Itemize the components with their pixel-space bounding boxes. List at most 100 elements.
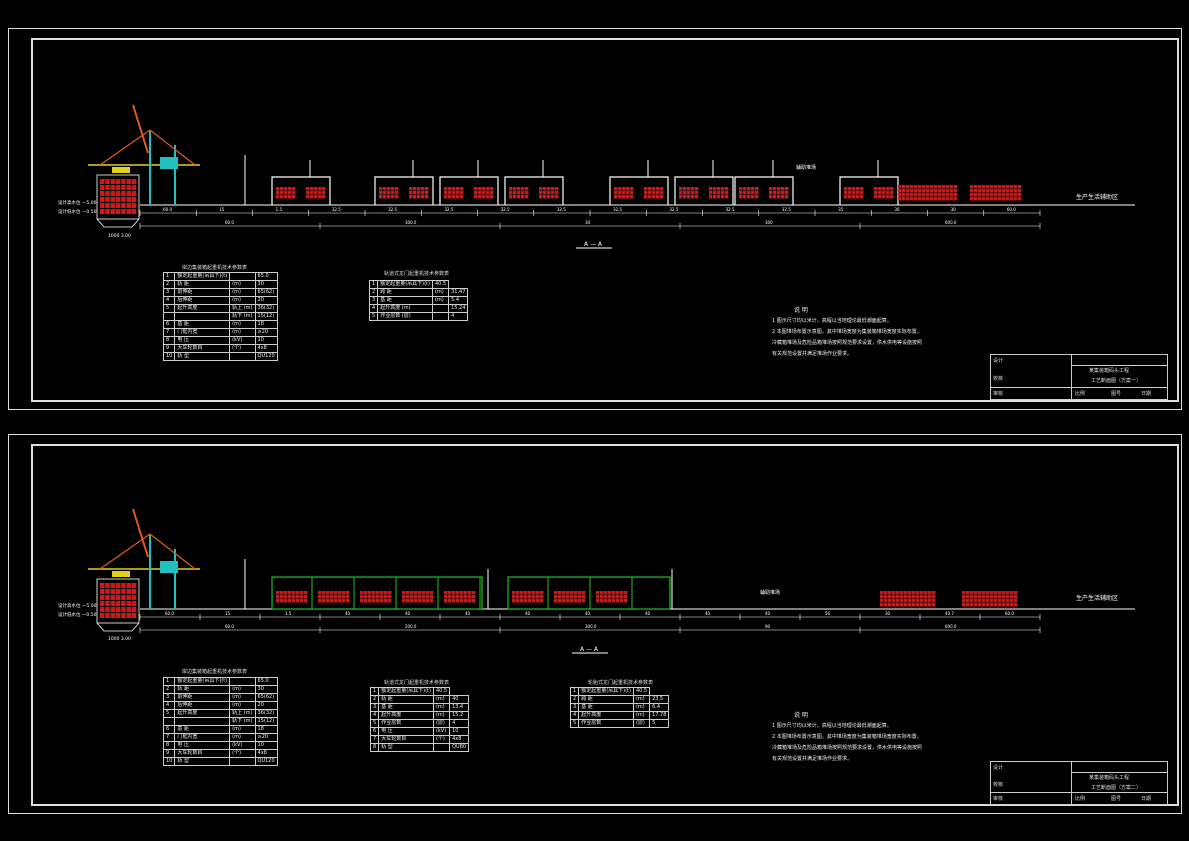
rmg-table-cell: (m) [432, 703, 451, 712]
container-box [856, 187, 860, 191]
container-box [383, 195, 387, 199]
container-box [562, 595, 566, 599]
container-box [616, 591, 620, 595]
table1-caption-1: 岸边集装箱起重机技术参数表 [182, 265, 248, 271]
rmg-table-cell: 8 [369, 743, 380, 752]
crane-tie [99, 533, 151, 570]
container-box [888, 595, 892, 599]
container-box [884, 591, 888, 595]
container-box [1010, 599, 1014, 603]
dim-upper-label: 30 [885, 611, 891, 616]
container-box [521, 191, 525, 195]
container-box [974, 189, 978, 193]
container-box [554, 591, 558, 595]
dim-upper-label: 15 [219, 207, 225, 212]
ship-container [100, 589, 105, 594]
title-block-project-1: 某集装箱码头工程 [1089, 368, 1130, 374]
container-box [970, 185, 974, 189]
ship-container [105, 203, 110, 208]
container-box [306, 191, 310, 195]
container-box [882, 195, 886, 199]
container-box [928, 591, 932, 595]
container-box [516, 595, 520, 599]
container-box [1018, 193, 1022, 197]
rtg-table-cell: 跨 距 [578, 695, 634, 704]
container-box [372, 599, 376, 603]
rtg-table-cell: 基 距 [578, 703, 634, 712]
gantry-frame [674, 176, 734, 205]
container-box [452, 595, 456, 599]
container-box [656, 187, 660, 191]
ship-container [105, 583, 110, 588]
container-box [1006, 193, 1010, 197]
ship-container [126, 185, 131, 190]
container-box [769, 187, 773, 191]
note-line: 2 本图堆场布置示意图，其中堆场宽度为集装箱堆场宽度实际布置， [772, 329, 922, 335]
container-box [1006, 599, 1010, 603]
dim-lower-label: 90 [765, 624, 771, 629]
container-box [982, 197, 986, 201]
dim-upper-label: 32.5 [388, 207, 397, 212]
container-box [709, 195, 713, 199]
container-box [966, 603, 970, 607]
ship-container [126, 607, 131, 612]
rmg-table-cell: 15.2 [449, 711, 470, 720]
container-box [284, 595, 288, 599]
ship-container [100, 179, 105, 184]
container-box [713, 187, 717, 191]
container-box [878, 191, 882, 195]
container-box [902, 189, 906, 193]
ship-container [100, 601, 105, 606]
container-box [300, 591, 304, 595]
quay-crane-table-cell: QU120 [254, 352, 278, 361]
container-box [554, 599, 558, 603]
container-box [406, 599, 410, 603]
container-box [994, 193, 998, 197]
container-box [604, 599, 608, 603]
container-box [513, 195, 517, 199]
title-block-drawing-1: 工艺断面图（方案一） [1091, 378, 1142, 384]
container-box [276, 595, 280, 599]
container-box [932, 591, 936, 595]
ship-hull [96, 578, 140, 624]
rtg-table-cell: 3 [569, 703, 580, 712]
container-box [292, 195, 296, 199]
container-box [482, 187, 486, 191]
container-box [547, 191, 551, 195]
container-box [886, 187, 890, 191]
container-box [540, 591, 544, 595]
quay-crane-table-cell: 15(12) [254, 717, 278, 726]
dim-upper-label: 32.5 [782, 207, 791, 212]
container-box [376, 599, 380, 603]
container-box [906, 197, 910, 201]
rmg-table-cell: 轨 型 [378, 743, 434, 752]
ship-container [131, 197, 137, 202]
container-box [926, 193, 930, 197]
rtg-table-cell: 1 [569, 687, 580, 696]
rmg-table-cell: 电 压 [378, 727, 434, 736]
container-box [417, 187, 421, 191]
container-box [409, 187, 413, 191]
container-box [413, 195, 417, 199]
quay-crane-table-cell [229, 757, 256, 766]
container-box [570, 599, 574, 603]
container-box [928, 595, 932, 599]
container-box [982, 591, 986, 595]
container-box [896, 599, 900, 603]
note-line: 冷藏箱堆场及危险品箱堆场按照规范要求设置，供水供电等设施按照 [772, 340, 923, 346]
container-box [938, 189, 942, 193]
container-box [562, 591, 566, 595]
container-box [410, 591, 414, 595]
container-box [524, 591, 528, 595]
container-box [288, 187, 292, 191]
container-box [622, 191, 626, 195]
ship-container [121, 595, 126, 600]
container-box [990, 197, 994, 201]
dim-upper-label: 1.5 [276, 207, 283, 212]
quay-crane-table-cell: QU120 [254, 757, 278, 766]
container-box [679, 191, 683, 195]
